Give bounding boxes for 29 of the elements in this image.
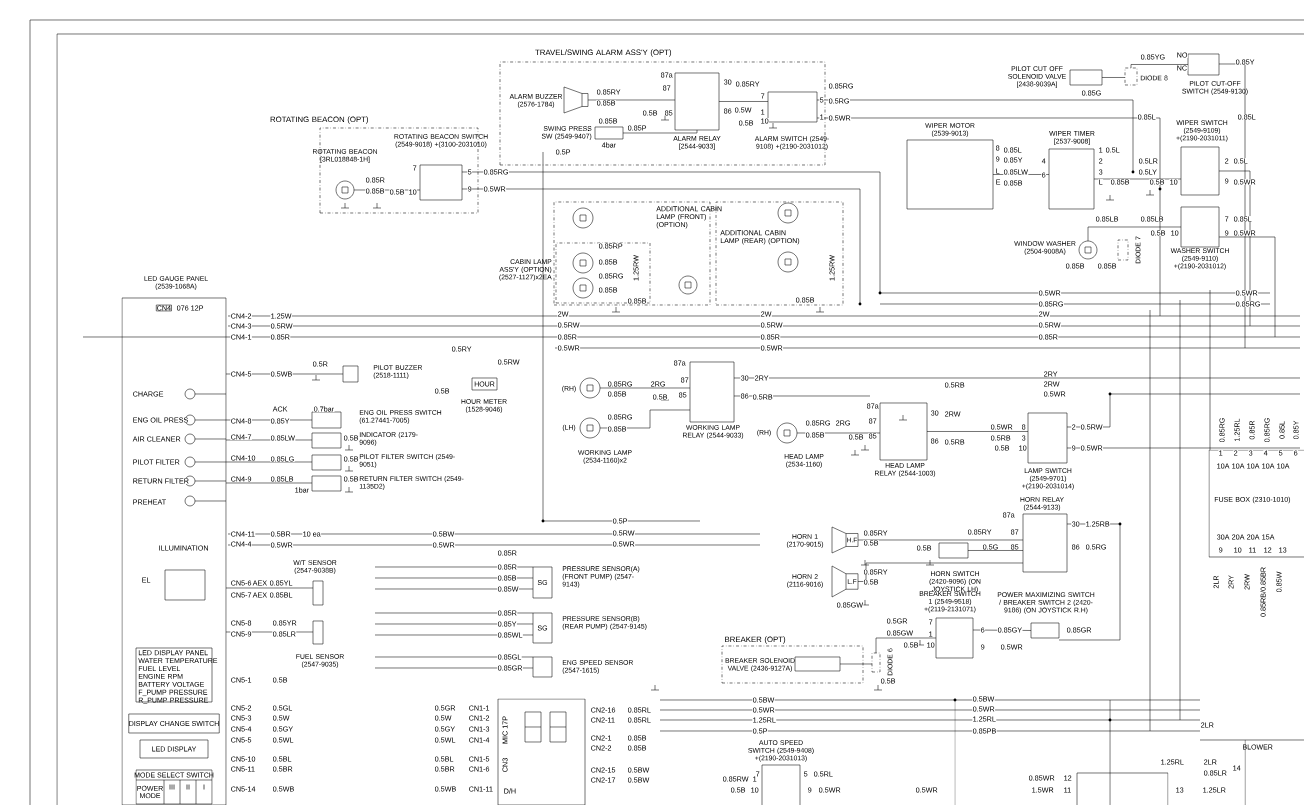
wire [1130,64,1189,69]
wire [839,663,873,665]
display-unit-box [497,698,586,805]
wire [875,637,937,654]
wire [1093,178,1182,180]
wire [599,409,691,429]
lamp-symbol [777,202,799,224]
wire [622,129,698,134]
wire [857,562,1024,582]
wire [225,482,313,484]
wire [967,550,1024,551]
component-box [1076,772,1169,805]
wire [1087,226,1182,242]
lamp-symbol [572,252,594,274]
wire [225,587,314,589]
lamp-symbol [678,275,698,295]
wire [926,431,1029,432]
lamp-symbol [777,251,799,273]
wire [587,99,676,101]
wire [1101,77,1126,78]
wire [225,419,313,421]
wire [796,432,881,434]
wire [225,373,344,375]
wire [599,387,691,389]
lamp-symbol [572,277,594,299]
wire [857,539,1024,541]
lamp-symbol [572,207,594,229]
wire [718,101,769,102]
wire [225,461,313,463]
